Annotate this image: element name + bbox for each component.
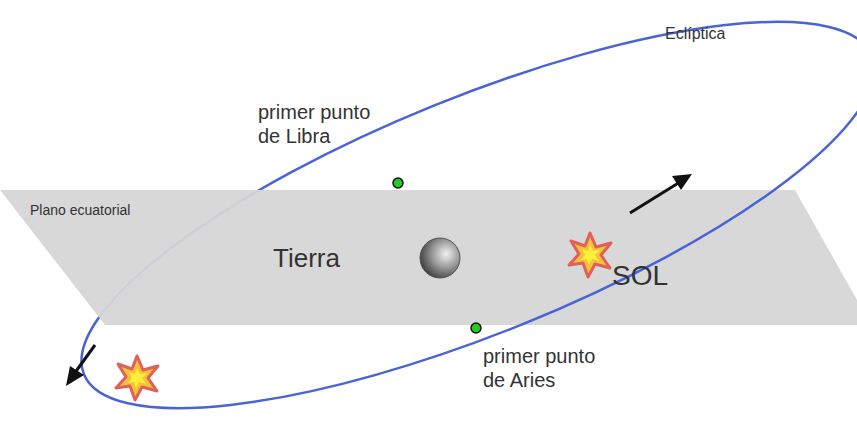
earth-label: Tierra (273, 243, 340, 274)
equatorial-plane (0, 190, 857, 325)
sun-star (116, 356, 158, 400)
ecliptic-label: Eclíptica (665, 24, 725, 43)
direction-arrow (66, 174, 692, 386)
plane-label: Plano ecuatorial (30, 202, 130, 219)
libra-label: primer punto de Libra (258, 100, 398, 148)
equinox-point (393, 178, 403, 188)
ecliptic-front (40, 0, 857, 438)
earth-sphere (420, 238, 460, 278)
sun-star (569, 233, 611, 277)
sun-label: SOL (612, 259, 668, 293)
equinox-point (471, 323, 481, 333)
aries-label: primer punto de Aries (483, 344, 623, 392)
